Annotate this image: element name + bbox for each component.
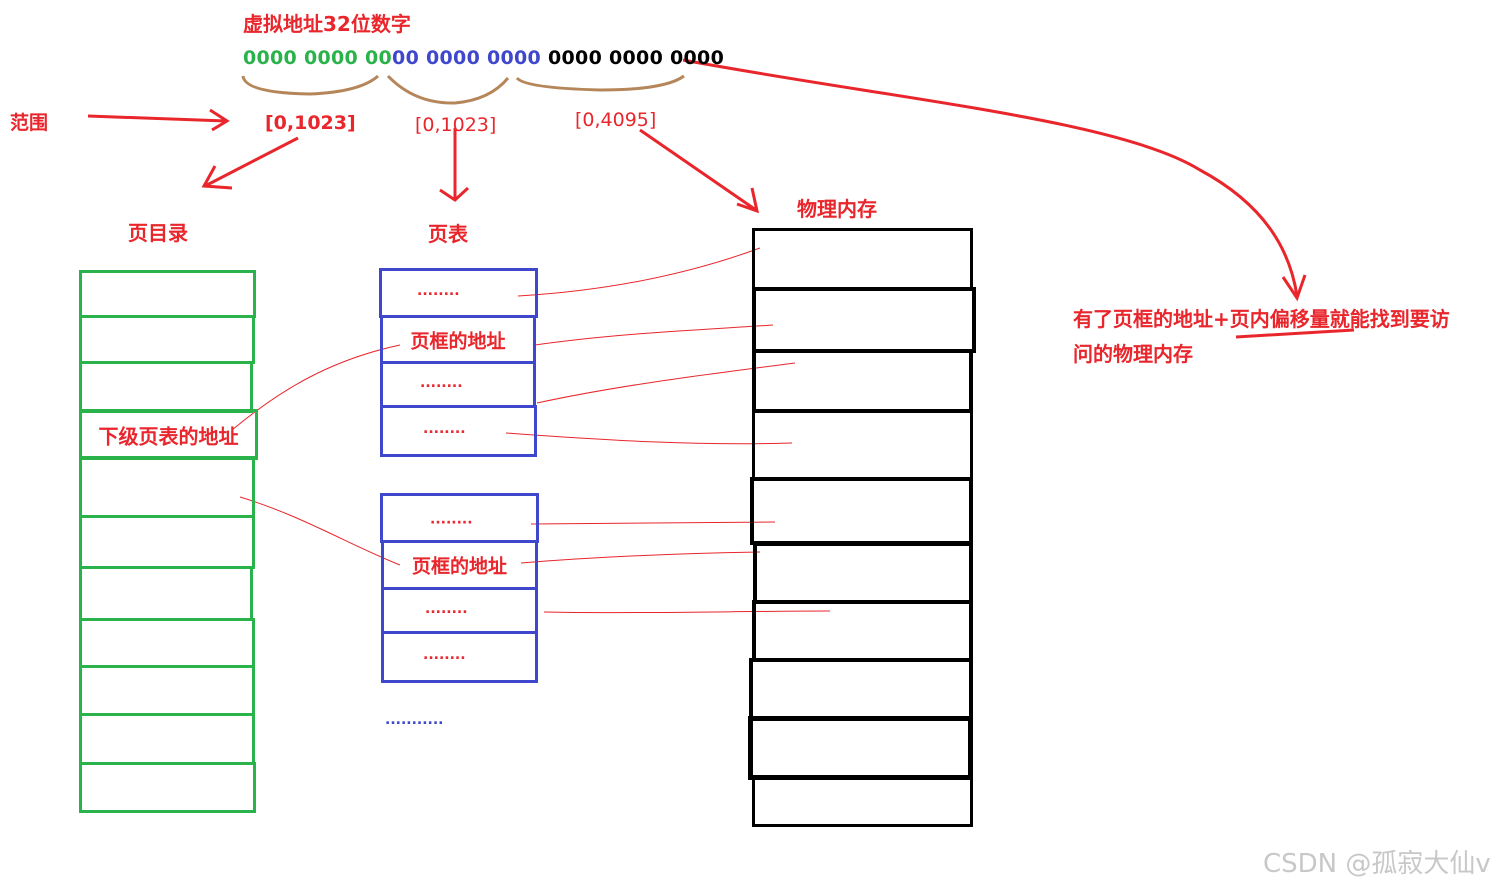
frame-address-label: 页框的地址 [410, 330, 506, 352]
virtual-address-title: 虚拟地址32位数字 [243, 12, 411, 36]
page-table-title: 页表 [428, 222, 468, 246]
link-table-to-mem-7 [543, 610, 831, 614]
physical-memory-title: 物理内存 [797, 197, 877, 221]
note-line-1: 有了页框的地址+页内偏移量就能找到要访 [1073, 307, 1450, 331]
directory-entry [79, 456, 255, 518]
arrow-to-page-directory [201, 136, 299, 190]
link-table-to-mem-2 [534, 324, 774, 346]
table-entry: ........ [381, 587, 538, 634]
directory-entry [79, 515, 255, 569]
directory-entry [79, 713, 255, 765]
link-dir-to-table1 [231, 344, 401, 431]
link-table-to-mem-3 [536, 362, 796, 404]
table-entry-frame: 页框的地址 [380, 315, 536, 364]
offset-bits: 0000 0000 0000 [548, 47, 725, 69]
memory-frame [752, 600, 973, 662]
more-page-tables-ellipsis: ........... [385, 712, 444, 728]
arrow-to-physical-memory [639, 128, 760, 214]
ellipsis: ........ [423, 421, 466, 438]
link-table-to-mem-6 [520, 551, 761, 564]
link-dir-to-table2 [239, 496, 401, 566]
directory-entry [79, 315, 255, 364]
memory-frame [752, 776, 973, 827]
ellipsis: ........ [423, 647, 466, 664]
memory-frame [750, 477, 973, 545]
table-entry: ........ [379, 268, 538, 318]
ellipsis: ........ [425, 600, 468, 617]
brace-directory-bits [241, 74, 379, 96]
directory-entry [79, 618, 255, 668]
table-index-bits: 00 0000 0000 [392, 47, 542, 69]
link-table-to-mem-5 [530, 521, 776, 525]
arrow-to-page-table [439, 128, 470, 202]
arrow-to-note [682, 58, 1299, 297]
memory-frame [749, 658, 973, 720]
note-underline [1235, 328, 1355, 339]
table-entry: ........ [380, 493, 539, 543]
brace-table-bits [386, 74, 510, 105]
link-table-to-mem-4 [505, 432, 793, 445]
page-directory-title: 页目录 [128, 221, 188, 245]
table-entry-frame: 页框的地址 [381, 540, 538, 590]
watermark: CSDN @孤寂大仙v [1263, 849, 1491, 879]
directory-entry [79, 270, 256, 318]
directory-entry-next-table: 下级页表的地址 [79, 409, 258, 460]
memory-frame [752, 409, 973, 481]
ellipsis: ........ [430, 511, 473, 528]
range-table: [0,1023] [415, 114, 497, 136]
directory-entry [79, 762, 256, 813]
table-entry: ........ [380, 361, 536, 408]
range-offset: [0,4095] [575, 109, 657, 131]
ellipsis: ........ [420, 374, 463, 391]
brace-offset-bits [515, 74, 685, 92]
next-table-address-label: 下级页表的地址 [98, 424, 239, 448]
memory-frame [752, 287, 976, 353]
memory-frame [752, 228, 973, 291]
range-arrow [87, 108, 230, 132]
directory-entry [79, 361, 253, 413]
ellipsis: ........ [417, 283, 460, 300]
frame-address-label: 页框的地址 [411, 555, 507, 578]
table-entry: ........ [380, 405, 537, 457]
directory-index-bits: 0000 0000 00 [243, 47, 393, 69]
arrow-to-note-head [1281, 274, 1307, 302]
link-table-to-mem-1 [517, 247, 761, 297]
virtual-address-bits: 0000 0000 0000 0000 0000 0000 0000 0000 [243, 47, 724, 69]
memory-frame [748, 716, 973, 780]
memory-frame [752, 349, 973, 413]
memory-frame [753, 542, 973, 604]
range-label: 范围 [10, 112, 49, 134]
directory-entry [79, 665, 255, 716]
range-directory: [0,1023] [265, 112, 356, 134]
table-entry: ........ [381, 631, 538, 683]
directory-entry [79, 566, 253, 621]
note-line-2: 问的物理内存 [1073, 342, 1193, 366]
